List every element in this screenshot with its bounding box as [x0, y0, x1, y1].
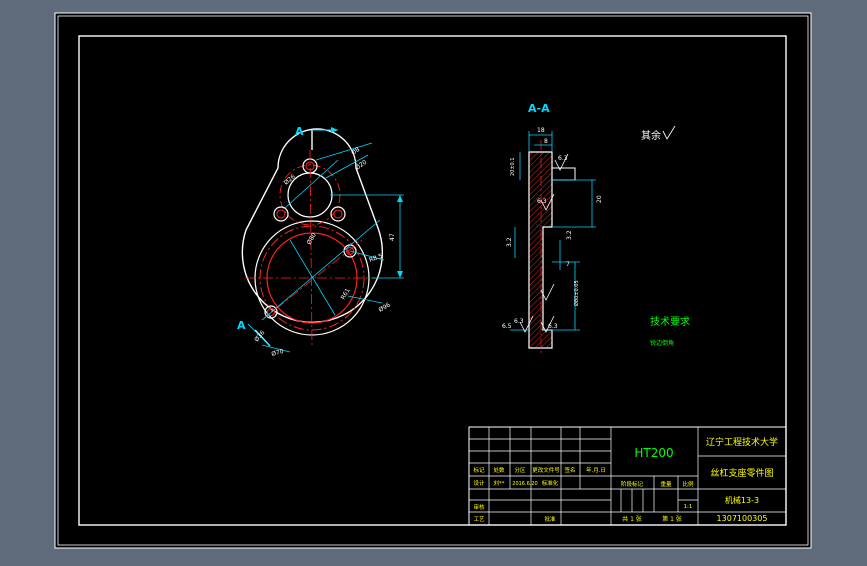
rough-e: 6.3: [514, 318, 524, 325]
process-label: 工艺: [473, 516, 485, 523]
hole-left: [273, 206, 289, 222]
rest-roughness-symbol: [662, 125, 676, 140]
dim-top-width: 18: [537, 127, 545, 134]
rough-c: 3.2: [506, 237, 513, 247]
section-view[interactable]: A-A 18 8 20±0.1: [502, 102, 690, 355]
rest-roughness-label: 其余: [641, 129, 661, 142]
design-label: 设计: [473, 479, 485, 487]
header-date: 年.月.日: [586, 466, 606, 474]
dim-bore-tol: Ø80±0.05: [573, 280, 580, 306]
header-mark: 标记: [473, 466, 485, 474]
scale-value: 1:1: [684, 504, 693, 510]
weight-label: 重量: [660, 480, 672, 488]
tech-requirements-title: 技术要求: [650, 315, 690, 328]
hole-east-red: [346, 247, 354, 255]
total-sheets: 共 1 张: [622, 515, 642, 523]
front-dim-arrows: [397, 195, 403, 278]
school-name: 辽宁工程技术大学: [706, 436, 778, 448]
dim-bottom: Ø70: [271, 348, 285, 358]
stage-label: 阶段标记: [621, 480, 644, 488]
dim-top-height: 20±0.1: [510, 157, 516, 176]
dim-inner-width: 8: [544, 138, 548, 145]
section-arrowhead-top: [331, 127, 338, 133]
section-marker-bottom: A: [237, 319, 246, 332]
class-code: 机械13-3: [725, 495, 759, 505]
paper-sheet: [54, 12, 812, 549]
dim-height: 47: [389, 233, 396, 241]
hole-left-red: [276, 209, 286, 219]
roughness-marks: [519, 153, 569, 333]
hole-right-red: [333, 209, 343, 219]
section-title: A-A: [528, 102, 550, 115]
header-zone: 分区: [514, 466, 526, 474]
hole-southwest: [264, 305, 278, 319]
section-dimensions: [510, 131, 596, 331]
outer-border: [57, 15, 809, 546]
rough-f: 6.3: [548, 323, 558, 330]
part-name: 丝杠支座零件图: [710, 467, 773, 479]
design-date: 2016.6.20: [512, 481, 537, 487]
sheet-number: 第 1 张: [662, 515, 682, 523]
dim-depth-7: 7: [566, 261, 570, 268]
student-id: 1307100305: [717, 514, 768, 523]
header-count: 处数: [493, 466, 505, 474]
material-label: HT200: [634, 446, 673, 460]
title-block[interactable]: HT200 辽宁工程技术大学 丝杠支座零件图 机械13-3 1307100305…: [468, 426, 787, 526]
title-block-grid: [469, 427, 786, 525]
centerline-diagonal: [261, 239, 363, 321]
header-sign: 签名: [564, 466, 575, 474]
front-dimensions: [247, 142, 404, 353]
scale-label: 比例: [682, 480, 694, 488]
standardization-label: 标准化: [542, 479, 559, 487]
dim-radius-r: R8.5: [368, 253, 383, 264]
dim-step: 6.5: [502, 323, 512, 330]
centerline-vertical: [309, 149, 313, 346]
inner-frame: [78, 35, 787, 526]
dim-hole-top: Ø8: [350, 146, 361, 157]
hole-southwest-red: [267, 308, 275, 316]
designer-name: 刘**: [493, 479, 504, 487]
rough-a: 6.3: [558, 155, 568, 162]
part-outline: [241, 128, 384, 323]
header-change-doc: 更改文件号: [532, 466, 560, 474]
rough-d: 3.2: [566, 230, 573, 240]
section-marker-top: A: [295, 125, 304, 138]
hole-right: [330, 206, 346, 222]
dim-right-depth: 20: [596, 195, 603, 203]
rough-b: 6.3: [537, 198, 547, 205]
review-label: 审核: [473, 503, 485, 511]
approve-label: 批准: [544, 515, 556, 523]
tech-requirements-note: 锐边倒角: [650, 339, 674, 347]
